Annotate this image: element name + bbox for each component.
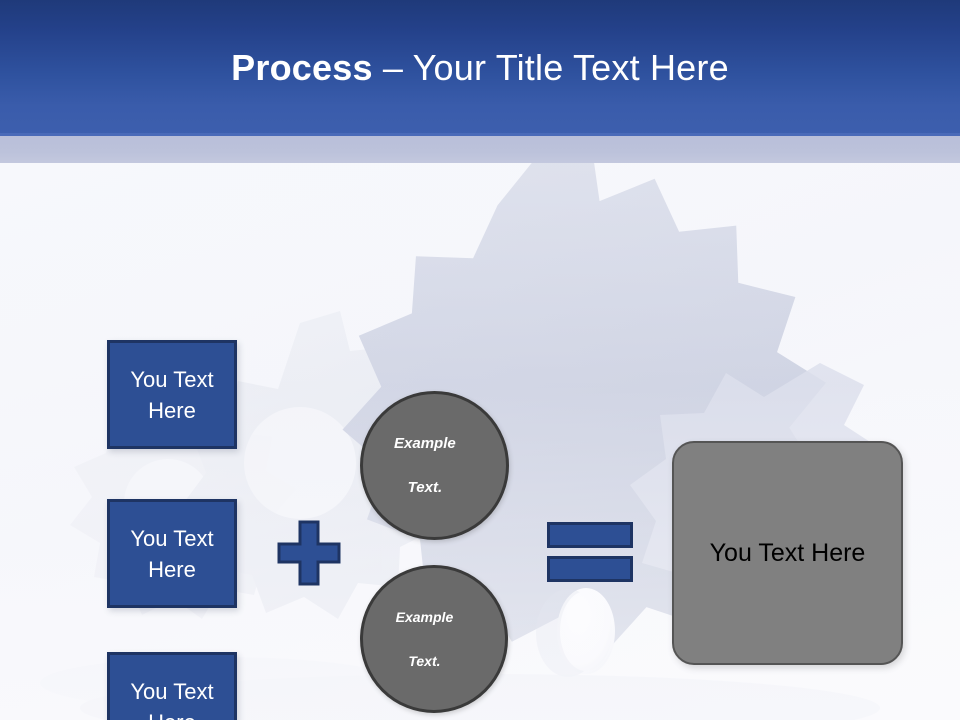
- example-circle-2-line1: Example: [395, 609, 454, 625]
- equals-bar-top: [547, 522, 633, 548]
- example-circle-1[interactable]: Example Text.: [360, 391, 509, 540]
- input-box-2-label: You Text Here: [130, 525, 214, 582]
- input-box-3-label: You Text Here: [130, 678, 214, 720]
- example-circle-1-label: Example Text.: [374, 433, 494, 499]
- plus-icon: [277, 520, 341, 586]
- title-band: [0, 0, 960, 136]
- equals-icon: [547, 522, 633, 582]
- result-box[interactable]: You Text Here: [672, 441, 903, 665]
- example-circle-2-line2: Text.: [408, 653, 441, 669]
- input-box-3[interactable]: You Text Here: [107, 652, 237, 720]
- input-box-1[interactable]: You Text Here: [107, 340, 237, 449]
- example-circle-2-label: Example Text.: [374, 606, 493, 672]
- page-title-bold: Process: [231, 47, 373, 88]
- title-band-accent-strip: [0, 136, 960, 163]
- example-circle-1-line2: Text.: [407, 478, 443, 496]
- page-title-rest: – Your Title Text Here: [372, 47, 729, 88]
- example-circle-1-line1: Example: [394, 434, 456, 452]
- result-box-label: You Text Here: [709, 538, 866, 567]
- example-circle-2[interactable]: Example Text.: [360, 565, 508, 713]
- title-band-underline: [0, 133, 960, 136]
- equals-bar-bottom: [547, 556, 633, 582]
- page-title: Process – Your Title Text Here: [0, 46, 960, 90]
- input-box-1-label: You Text Here: [130, 366, 214, 423]
- slide-body: You Text Here You Text Here You Text Her…: [0, 163, 960, 720]
- input-box-2[interactable]: You Text Here: [107, 499, 237, 608]
